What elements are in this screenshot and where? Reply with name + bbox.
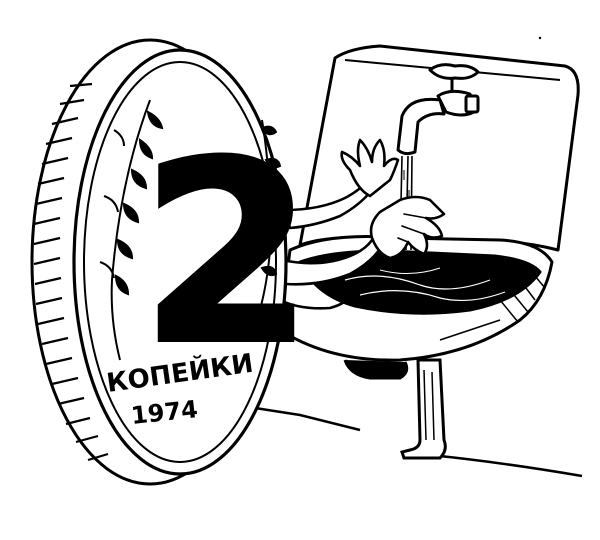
speck xyxy=(538,36,542,40)
coin-year: 1974 xyxy=(130,395,199,430)
coin-reeding xyxy=(33,82,109,462)
coin-rim xyxy=(83,61,277,463)
wall-lines xyxy=(254,406,583,478)
sink-drain-pipe xyxy=(343,358,447,460)
coin: 2 КОПЕЙКИ 1974 xyxy=(30,38,316,486)
wheat-sprig-left-icon xyxy=(99,99,164,361)
faucet xyxy=(396,63,480,156)
coin-face xyxy=(72,48,288,476)
arms-and-hands xyxy=(278,138,446,310)
coin-denomination: 2 xyxy=(140,108,314,399)
wheat-sprig-right-icon xyxy=(249,119,284,341)
